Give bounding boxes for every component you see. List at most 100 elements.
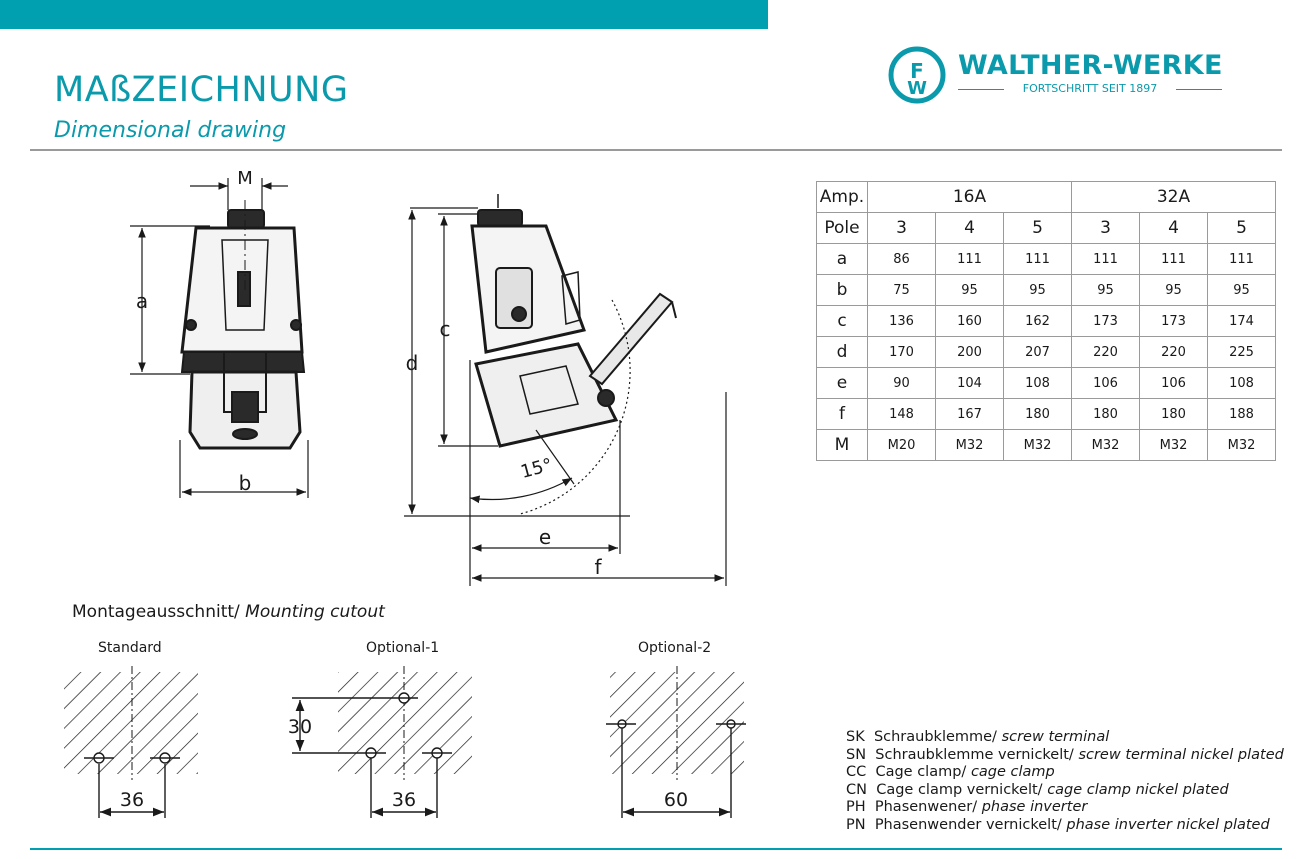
logo-tagline: FORTSCHRITT SEIT 1897 bbox=[958, 82, 1222, 95]
legend-code: SK bbox=[846, 729, 865, 745]
table-cell: 220 bbox=[1071, 336, 1140, 368]
front-dimensions bbox=[130, 178, 309, 498]
amp-group-16a: 16A bbox=[867, 181, 1072, 213]
legend-item: SK Schraubklemme/ screw terminal bbox=[846, 729, 1284, 747]
pole-cell: 3 bbox=[867, 212, 936, 244]
table-cell: M20 bbox=[867, 429, 936, 461]
table-cell: 111 bbox=[935, 243, 1004, 275]
pole-cell: 3 bbox=[1071, 212, 1140, 244]
logo-name: WALTHER-WERKE bbox=[958, 50, 1223, 81]
legend-text-de: Schraubklemme vernickelt/ bbox=[875, 746, 1079, 763]
cutout-optional1-dim-vertical: 30 bbox=[288, 716, 312, 738]
legend-text-de: Phasenwender vernickelt/ bbox=[874, 816, 1067, 833]
table-cell: M32 bbox=[1139, 429, 1208, 461]
terminal-legend: SK Schraubklemme/ screw terminal SN Schr… bbox=[846, 729, 1284, 834]
legend-item: CC Cage clamp/ cage clamp bbox=[846, 764, 1284, 782]
mounting-title-en: Mounting cutout bbox=[245, 602, 385, 622]
legend-text-de: Cage clamp/ bbox=[875, 764, 971, 780]
pole-cell: 4 bbox=[935, 212, 1004, 244]
row-label: c bbox=[816, 305, 868, 337]
table-cell: 86 bbox=[867, 243, 936, 275]
table-cell: 111 bbox=[1139, 243, 1208, 275]
legend-text-en: phase inverter bbox=[981, 799, 1088, 815]
dim-label-e: e bbox=[539, 525, 551, 549]
legend-text-de: Cage clamp vernickelt/ bbox=[876, 781, 1048, 798]
legend-item: PH Phasenwener/ phase inverter bbox=[846, 799, 1284, 817]
company-logo: F W WALTHER-WERKE FORTSCHRITT SEIT 1897 bbox=[886, 44, 1226, 104]
table-cell: 95 bbox=[1003, 274, 1072, 306]
table-row: a 86 111 111 111 111 111 bbox=[816, 243, 1276, 275]
side-dimensions bbox=[404, 207, 727, 586]
legend-text-de: Schraubklemme/ bbox=[873, 729, 1002, 745]
svg-text:F: F bbox=[910, 59, 924, 83]
table-row: M M20 M32 M32 M32 M32 M32 bbox=[816, 429, 1276, 461]
table-cell: 162 bbox=[1003, 305, 1072, 337]
table-cell: 173 bbox=[1139, 305, 1208, 337]
table-cell: 106 bbox=[1071, 367, 1140, 399]
legend-text-de: Phasenwener/ bbox=[874, 799, 982, 815]
table-header-pole-row: Pole 3 4 5 3 4 5 bbox=[816, 212, 1276, 244]
table-cell: 173 bbox=[1071, 305, 1140, 337]
row-label: e bbox=[816, 367, 868, 399]
side-view bbox=[470, 194, 677, 448]
dim-label-a: a bbox=[136, 289, 148, 313]
table-cell: 170 bbox=[867, 336, 936, 368]
front-view bbox=[180, 200, 306, 450]
table-cell: M32 bbox=[1071, 429, 1140, 461]
header-rule bbox=[30, 149, 1282, 151]
row-label: a bbox=[816, 243, 868, 275]
row-label: f bbox=[816, 398, 868, 430]
table-row: b 75 95 95 95 95 95 bbox=[816, 274, 1276, 306]
legend-code: CC bbox=[846, 764, 867, 780]
top-accent-bar bbox=[0, 0, 768, 29]
legend-text-en: cage clamp bbox=[970, 764, 1055, 780]
table-cell: 104 bbox=[935, 367, 1004, 399]
table-cell: 180 bbox=[1071, 398, 1140, 430]
amp-header: Amp. bbox=[816, 181, 868, 213]
legend-text-en: screw terminal nickel plated bbox=[1078, 746, 1284, 763]
table-header-amp-row: Amp. 16A 32A bbox=[816, 181, 1276, 213]
dim-label-M: M bbox=[237, 168, 253, 189]
cutout-optional1-dim-horizontal: 36 bbox=[392, 789, 416, 811]
legend-text-en: cage clamp nickel plated bbox=[1047, 781, 1229, 798]
table-cell: 207 bbox=[1003, 336, 1072, 368]
footer-rule bbox=[30, 848, 1282, 850]
pole-cell: 5 bbox=[1207, 212, 1276, 244]
mounting-cutout-title: Montageausschnitt/ Mounting cutout bbox=[72, 602, 385, 622]
legend-code: PN bbox=[846, 816, 866, 833]
table-row: d 170 200 207 220 220 225 bbox=[816, 336, 1276, 368]
cutout-standard-label: Standard bbox=[98, 640, 162, 656]
cutout-standard-dim: 36 bbox=[120, 789, 144, 811]
table-cell: 167 bbox=[935, 398, 1004, 430]
dimension-table: Amp. 16A 32A Pole 3 4 5 3 4 5 a 86 111 1… bbox=[816, 181, 1276, 461]
walther-werke-logo-icon: F W bbox=[888, 46, 946, 104]
amp-group-32a: 32A bbox=[1071, 181, 1276, 213]
table-cell: M32 bbox=[935, 429, 1004, 461]
legend-item: SN Schraubklemme vernickelt/ screw termi… bbox=[846, 747, 1284, 765]
cutout-standard bbox=[64, 666, 198, 818]
row-label: M bbox=[816, 429, 868, 461]
table-cell: 75 bbox=[867, 274, 936, 306]
mounting-title-de: Montageausschnitt/ bbox=[72, 602, 246, 622]
pole-cell: 4 bbox=[1139, 212, 1208, 244]
cutout-optional-1 bbox=[292, 666, 472, 818]
table-cell: 111 bbox=[1003, 243, 1072, 275]
cutout-optional-2 bbox=[606, 666, 746, 818]
legend-item: PN Phasenwender vernickelt/ phase invert… bbox=[846, 817, 1284, 835]
cutout-optional1-label: Optional-1 bbox=[366, 640, 440, 656]
table-cell: 95 bbox=[935, 274, 1004, 306]
dim-label-c: c bbox=[440, 317, 451, 341]
table-cell: 220 bbox=[1139, 336, 1208, 368]
table-cell: 111 bbox=[1207, 243, 1276, 275]
table-cell: 108 bbox=[1207, 367, 1276, 399]
table-row: e 90 104 108 106 106 108 bbox=[816, 367, 1276, 399]
pole-cell: 5 bbox=[1003, 212, 1072, 244]
legend-code: CN bbox=[846, 781, 867, 798]
legend-code: PH bbox=[846, 799, 866, 815]
table-cell: 111 bbox=[1071, 243, 1140, 275]
table-cell: 106 bbox=[1139, 367, 1208, 399]
dim-label-d: d bbox=[406, 351, 419, 375]
legend-code: SN bbox=[846, 746, 867, 763]
page-title: MAßZEICHNUNG bbox=[54, 70, 349, 110]
